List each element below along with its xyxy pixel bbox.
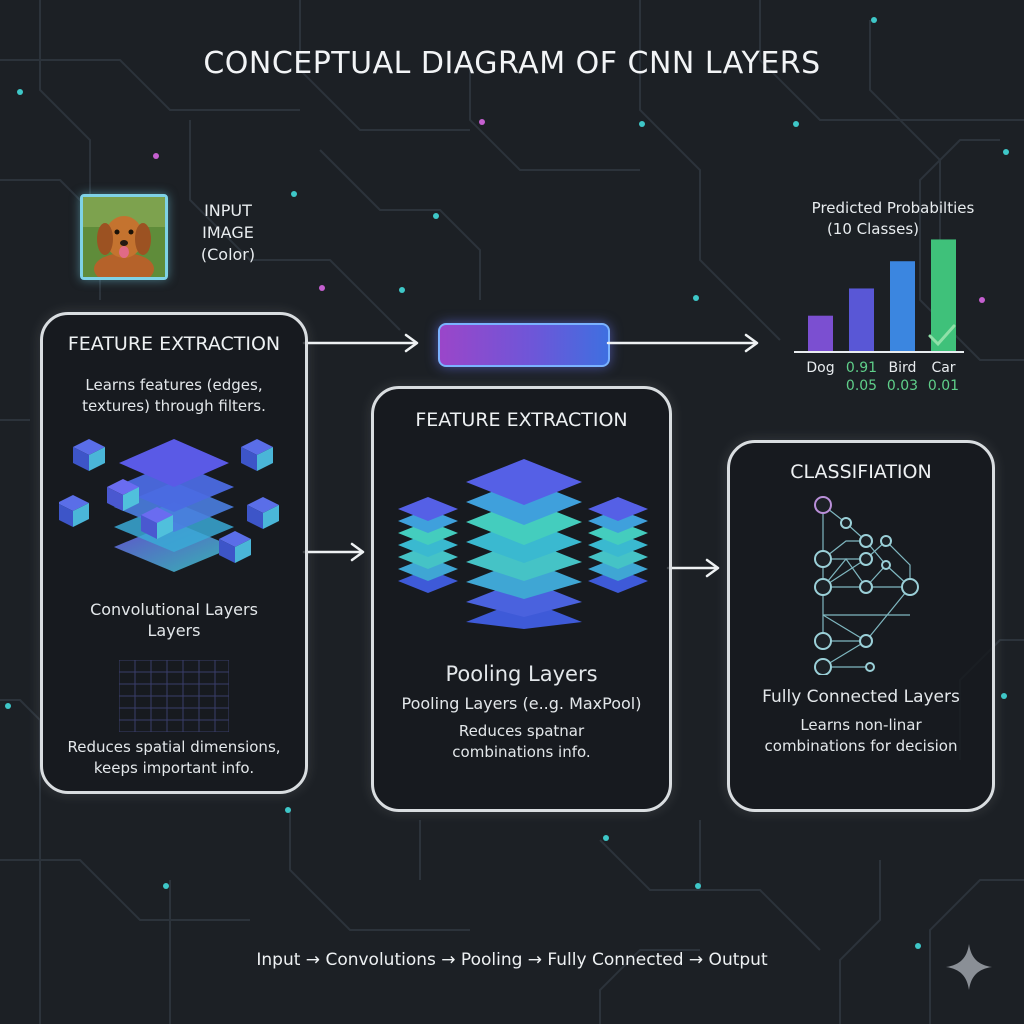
pooling-description: Reduces spatnar combinations info. bbox=[374, 721, 669, 763]
pooling-panel-title: FEATURE EXTRACTION bbox=[415, 409, 628, 431]
pooling-panel: FEATURE EXTRACTION bbox=[371, 386, 672, 812]
pooling-desc-line1: Reduces spatnar bbox=[458, 722, 585, 740]
convolution-note-line1: Reduces spatial dimensions, bbox=[67, 738, 281, 756]
convolution-layers-label: Convolutional Layers Layers bbox=[43, 599, 305, 641]
pooling-layers-graphic bbox=[398, 459, 648, 629]
convolution-panel-title: FEATURE EXTRACTION bbox=[67, 333, 281, 355]
chart-bar bbox=[890, 261, 915, 352]
probability-chart: Dog 0.91 Bird Car 0.05 0.03 0.01 bbox=[794, 239, 964, 394]
fully-connected-desc-line1: Learns non-linar bbox=[800, 716, 922, 734]
filter-grid-graphic bbox=[119, 660, 229, 732]
convolution-desc-line2: textures) through filters. bbox=[82, 397, 266, 415]
chart-probability-label: 0.05 bbox=[846, 378, 877, 394]
chart-bar bbox=[849, 288, 874, 352]
pooling-subheading: Pooling Layers (e..g. MaxPool) bbox=[401, 694, 642, 713]
chart-title-line2: (10 Classes) bbox=[826, 220, 920, 238]
convolution-layers-graphic bbox=[59, 439, 279, 572]
chart-bar bbox=[808, 315, 833, 352]
chart-category-label: Car bbox=[931, 360, 955, 376]
sparkle-icon bbox=[946, 944, 992, 990]
convolution-desc-line1: Learns features (edges, bbox=[85, 376, 263, 394]
page-title: CONCEPTUAL DIAGRAM OF CNN LAYERS bbox=[203, 46, 821, 81]
chart-category-label: 0.91 bbox=[846, 360, 877, 376]
chart-bar bbox=[931, 239, 956, 352]
pooling-heading: Pooling Layers bbox=[445, 662, 598, 686]
chart-category-label: Dog bbox=[806, 360, 834, 376]
input-label-line1: INPUT bbox=[204, 201, 252, 220]
chart-probability-label: 0.01 bbox=[928, 378, 959, 394]
convolution-layer-line1: Convolutional Layers bbox=[90, 600, 258, 619]
classification-panel: CLASSIFIATION bbox=[727, 440, 995, 812]
fully-connected-network-graphic bbox=[814, 496, 919, 675]
fully-connected-heading: Fully Connected Layers bbox=[762, 687, 960, 707]
convolution-description: Learns features (edges, textures) throug… bbox=[43, 375, 305, 417]
feature-vector-bar bbox=[438, 323, 610, 367]
fully-connected-desc-line2: combinations for decision bbox=[764, 737, 958, 755]
pipeline-summary: Input → Convolutions → Pooling → Fully C… bbox=[256, 950, 768, 970]
convolution-note-line2: keeps important info. bbox=[93, 759, 255, 777]
chart-title-line1: Predicted Probabilties bbox=[811, 199, 975, 217]
checkmark-icon bbox=[928, 324, 956, 347]
fully-connected-description: Learns non-linar combinations for decisi… bbox=[730, 715, 992, 757]
chart-title: Predicted Probabilties (10 Classes) bbox=[780, 198, 1006, 240]
chart-probability-label: 0.03 bbox=[887, 378, 918, 394]
input-image-label: INPUT IMAGE (Color) bbox=[188, 200, 268, 266]
classification-panel-title: CLASSIFIATION bbox=[790, 461, 932, 483]
input-label-line3: (Color) bbox=[200, 245, 256, 264]
input-label-line2: IMAGE bbox=[202, 223, 254, 242]
pooling-desc-line2: combinations info. bbox=[452, 743, 591, 761]
convolution-layer-line2: Layers bbox=[147, 621, 201, 640]
convolution-panel: FEATURE EXTRACTION Learns features (edge… bbox=[40, 312, 308, 794]
chart-category-label: Bird bbox=[889, 360, 917, 376]
convolution-note: Reduces spatial dimensions, keeps import… bbox=[43, 737, 305, 779]
dog-photo bbox=[80, 194, 168, 280]
